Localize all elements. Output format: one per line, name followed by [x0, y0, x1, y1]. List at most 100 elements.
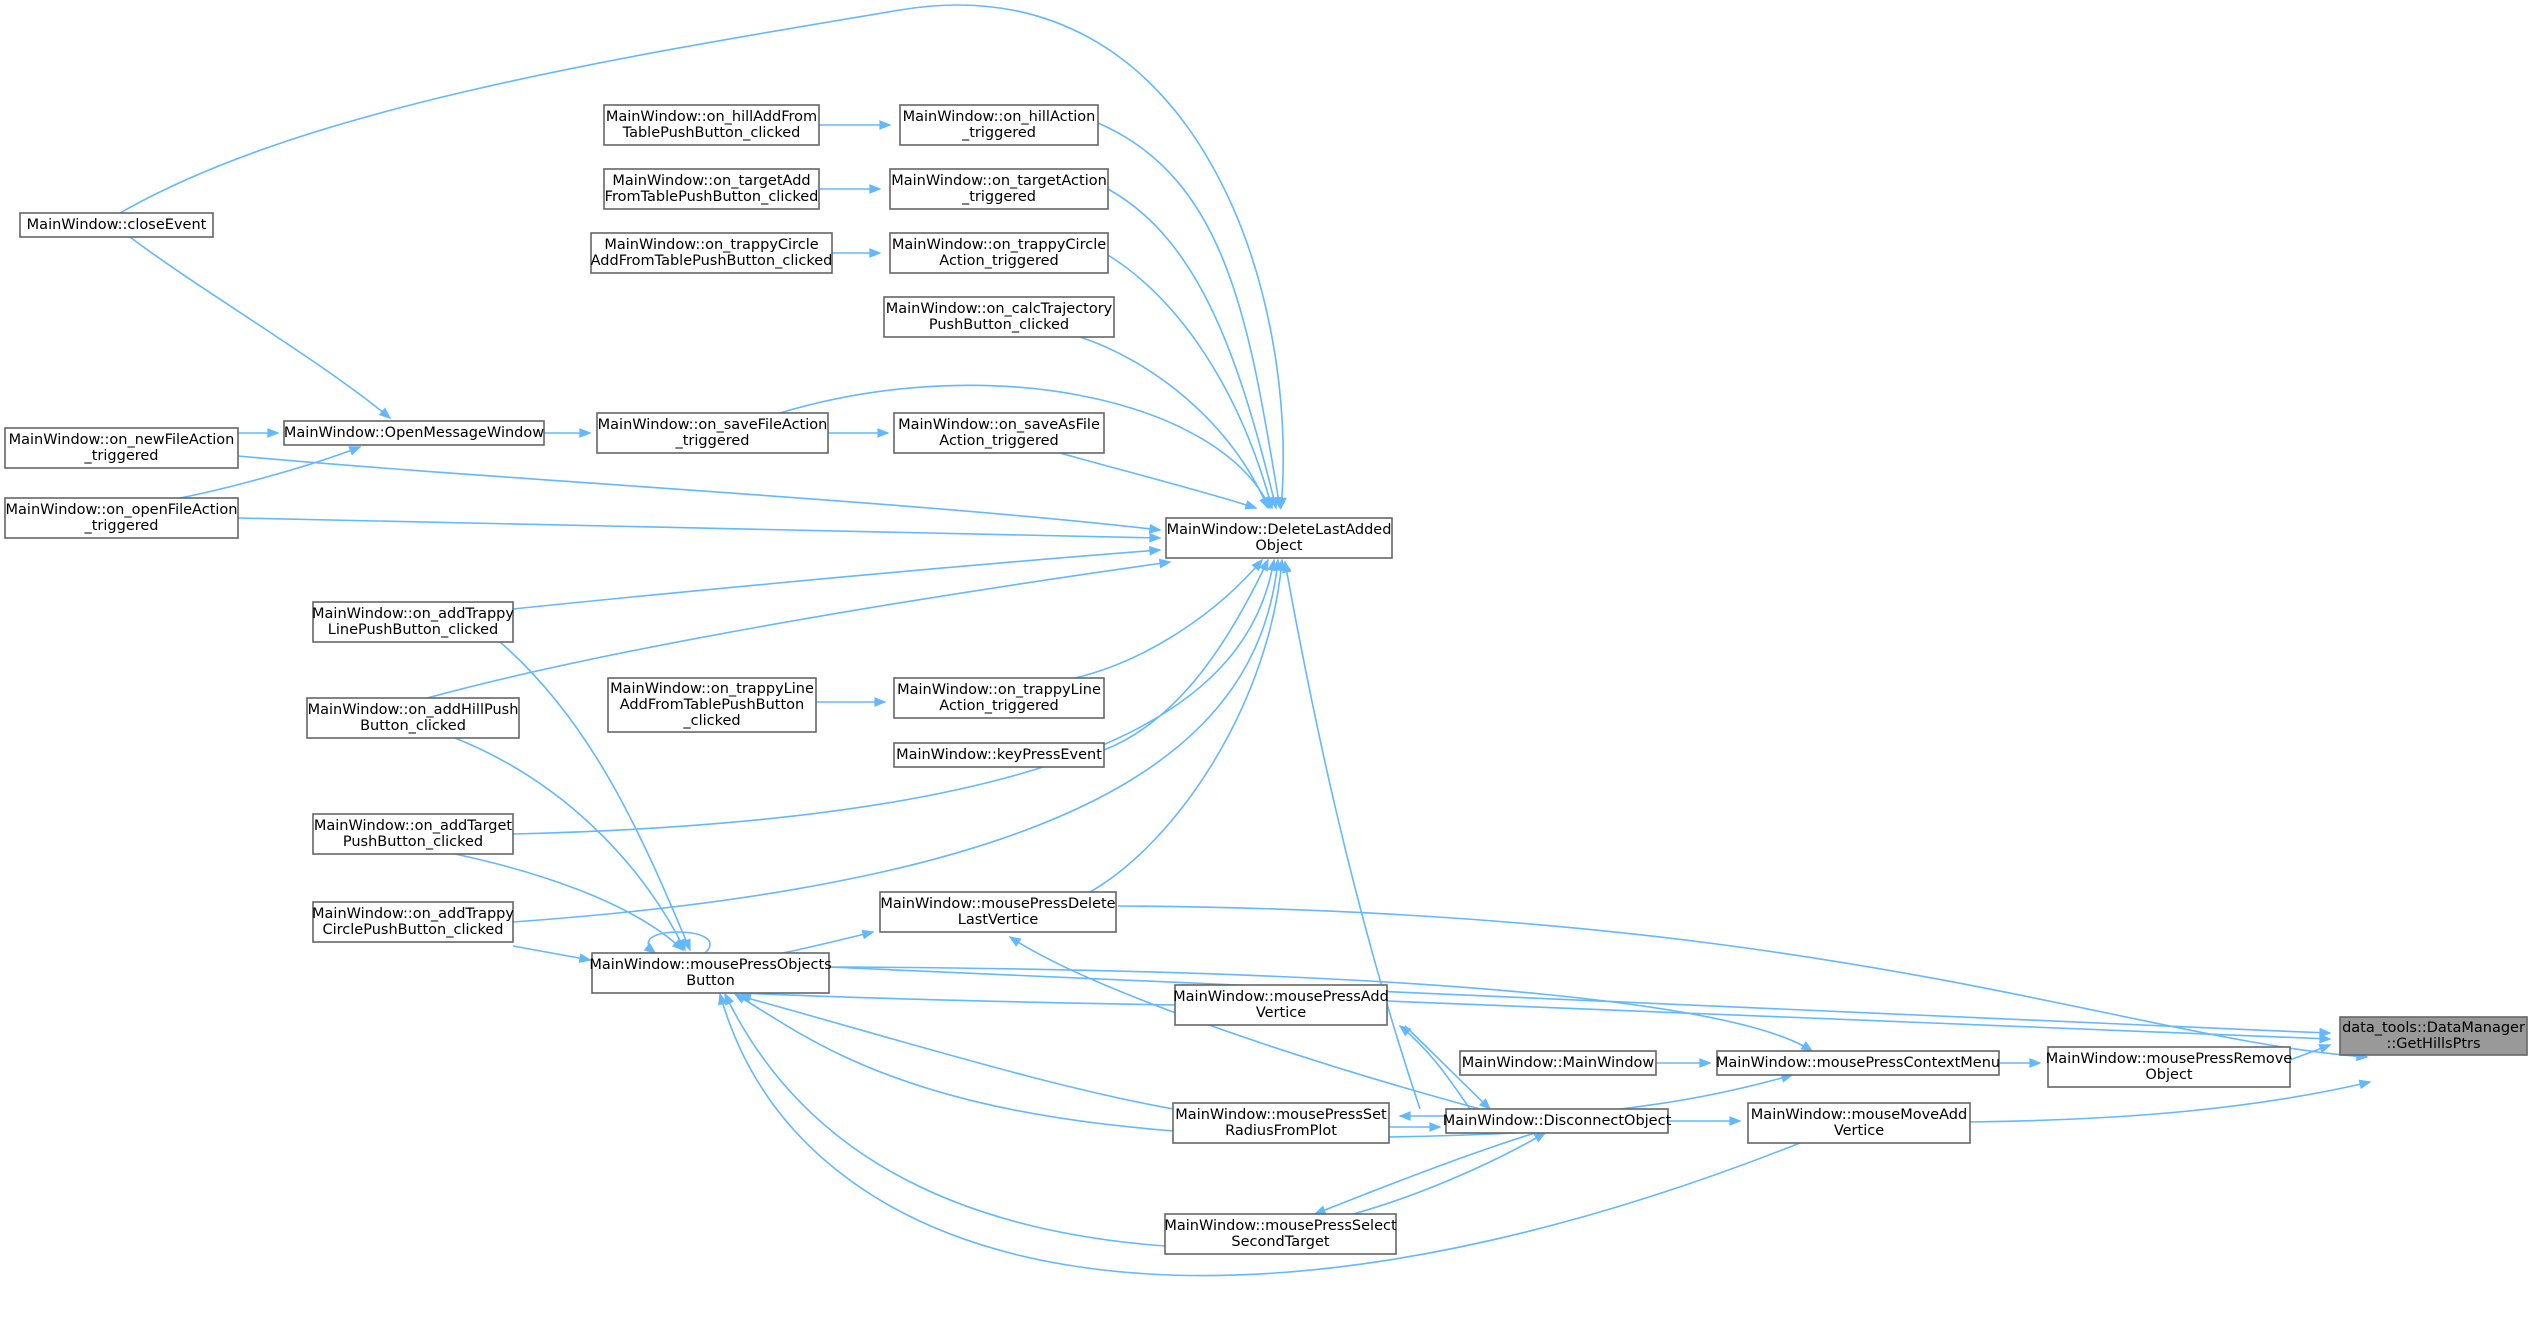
edge-arrowhead: [869, 248, 882, 258]
node-openmsg[interactable]: MainWindow::OpenMessageWindow: [283, 420, 545, 446]
node-label-line: LinePushButton_clicked: [328, 622, 498, 638]
node-savefile[interactable]: MainWindow::on_saveFileAction_triggered: [596, 412, 829, 454]
node-label-line: _triggered: [674, 433, 749, 449]
edge-arrowhead: [1478, 1098, 1492, 1111]
edge-arrowhead: [1251, 558, 1264, 572]
node-mainwindow[interactable]: MainWindow::MainWindow: [1459, 1050, 1657, 1076]
node-openfile[interactable]: MainWindow::on_openFileAction_triggered: [4, 497, 239, 539]
edge-line: [1314, 1132, 1536, 1215]
node-label-line: Action_triggered: [939, 698, 1058, 714]
node-newfile[interactable]: MainWindow::on_newFileAction_triggered: [4, 427, 239, 469]
edge-mpobjects-to-mpobjects: [643, 931, 711, 955]
node-label-line: _triggered: [961, 189, 1036, 205]
node-trappylineaction[interactable]: MainWindow::on_trappyLineAction_triggere…: [893, 677, 1105, 719]
edge-mpsetradius-to-disconnect: [1389, 1122, 1442, 1132]
edge-mpselect-to-mpobjects: [724, 992, 1166, 1247]
edge-arrowhead: [1313, 1205, 1327, 1215]
node-label-line: Action_triggered: [939, 253, 1058, 269]
edge-line: [237, 455, 1161, 531]
node-hillaction[interactable]: MainWindow::on_hillAction_triggered: [899, 104, 1099, 146]
edge-arrowhead: [348, 446, 362, 456]
node-mpcontext[interactable]: MainWindow::mousePressContextMenu: [1716, 1050, 2000, 1076]
edge-addtrappyline-to-deletelast: [512, 545, 1162, 610]
edge-arrowhead: [1259, 558, 1269, 572]
edge-arrowhead: [1533, 1132, 1547, 1143]
edge-line: [499, 641, 691, 951]
node-box: [883, 296, 1115, 338]
node-targetadd[interactable]: MainWindow::on_targetAddFromTablePushBut…: [603, 168, 820, 210]
node-trappylineadd[interactable]: MainWindow::on_trappyLineAddFromTablePus…: [607, 677, 817, 733]
node-hilladd[interactable]: MainWindow::on_hillAddFromTablePushButto…: [603, 104, 820, 146]
node-box: [893, 412, 1105, 454]
node-calctraj[interactable]: MainWindow::on_calcTrajectoryPushButton_…: [883, 296, 1115, 338]
node-label-line: MainWindow::on_saveFileAction: [598, 417, 828, 433]
edge-arrowhead: [874, 697, 887, 707]
edge-mpcontext-to-mpobjects: [828, 966, 1814, 1052]
node-box: [893, 677, 1105, 719]
edge-newfile-to-openmsg: [238, 428, 280, 438]
edge-line: [512, 549, 1161, 610]
edge-line: [1619, 1074, 1793, 1110]
node-label-line: MainWindow::mousePressContextMenu: [1716, 1055, 2000, 1071]
node-box: [603, 104, 820, 146]
edge-line: [734, 993, 1516, 1138]
node-addtrappyline[interactable]: MainWindow::on_addTrappyLinePushButton_c…: [312, 601, 514, 643]
edge-arrowhead: [267, 428, 280, 438]
edge-mpdelete-to-deletelast: [1089, 558, 1286, 893]
edge-line: [454, 737, 686, 951]
node-label-line: MainWindow::on_newFileAction: [9, 432, 235, 448]
edge-line: [1284, 561, 1421, 1110]
node-label-line: Button: [686, 973, 735, 989]
node-box: [312, 901, 514, 943]
edge-mainwindow-to-mpcontext: [1656, 1058, 1712, 1068]
node-label-line: Vertice: [1834, 1123, 1884, 1139]
node-label-line: TablePushButton_clicked: [622, 125, 801, 141]
node-label-line: PushButton_clicked: [343, 834, 483, 850]
edge-line: [512, 559, 1279, 923]
node-box: [2047, 1046, 2291, 1088]
node-addtrappycircle[interactable]: MainWindow::on_addTrappyCirclePushButton…: [312, 901, 514, 943]
node-gethills[interactable]: data_tools::DataManager::GetHillsPtrs: [2339, 1016, 2528, 1056]
edge-hillaction-to-deletelast: [1097, 122, 1284, 510]
node-label-line: Object: [1255, 538, 1303, 554]
edge-line: [781, 931, 874, 954]
node-label-line: SecondTarget: [1231, 1234, 1330, 1250]
node-trappycircleadd[interactable]: MainWindow::on_trappyCircleAddFromTableP…: [590, 232, 833, 274]
node-closeevent[interactable]: MainWindow::closeEvent: [19, 212, 214, 238]
node-label-line: MainWindow::on_saveAsFile: [898, 417, 1100, 433]
edge-arrowhead: [671, 939, 685, 952]
node-label-line: MainWindow::on_addTrappy: [312, 906, 514, 922]
node-label-line: Object: [2145, 1067, 2193, 1083]
node-box: [1716, 1050, 2000, 1076]
node-addtarget[interactable]: MainWindow::on_addTargetPushButton_click…: [312, 813, 514, 855]
edge-disconnect-to-mpsetradius: [1398, 1111, 1446, 1121]
node-box: [4, 497, 239, 539]
edge-disconnect-to-mpselect: [1313, 1132, 1536, 1215]
node-label-line: MainWindow::on_trappyCircle: [892, 237, 1106, 253]
edge-keypress-to-deletelast: [1103, 558, 1269, 751]
node-box: [312, 813, 514, 855]
node-keypress[interactable]: MainWindow::keyPressEvent: [893, 742, 1105, 768]
node-saveas[interactable]: MainWindow::on_saveAsFileAction_triggere…: [893, 412, 1105, 454]
node-trappycircleaction[interactable]: MainWindow::on_trappyCircleAction_trigge…: [889, 232, 1109, 274]
node-disconnect[interactable]: MainWindow::DisconnectObject: [1443, 1108, 1672, 1134]
edge-arrowhead: [1800, 1041, 1814, 1052]
node-label-line: MainWindow::on_addTrappy: [312, 606, 514, 622]
edge-line: [647, 931, 711, 954]
node-label-line: MainWindow::MainWindow: [1462, 1055, 1655, 1071]
node-targetaction[interactable]: MainWindow::on_targetAction_triggered: [889, 168, 1109, 210]
edge-closeevent-to-openmsg: [129, 236, 392, 420]
node-box: [879, 891, 1117, 933]
edge-addtrappycircle-to-deletelast: [512, 558, 1282, 923]
edge-openmsg-to-savefile: [544, 428, 592, 438]
node-box: [1172, 1102, 1390, 1144]
